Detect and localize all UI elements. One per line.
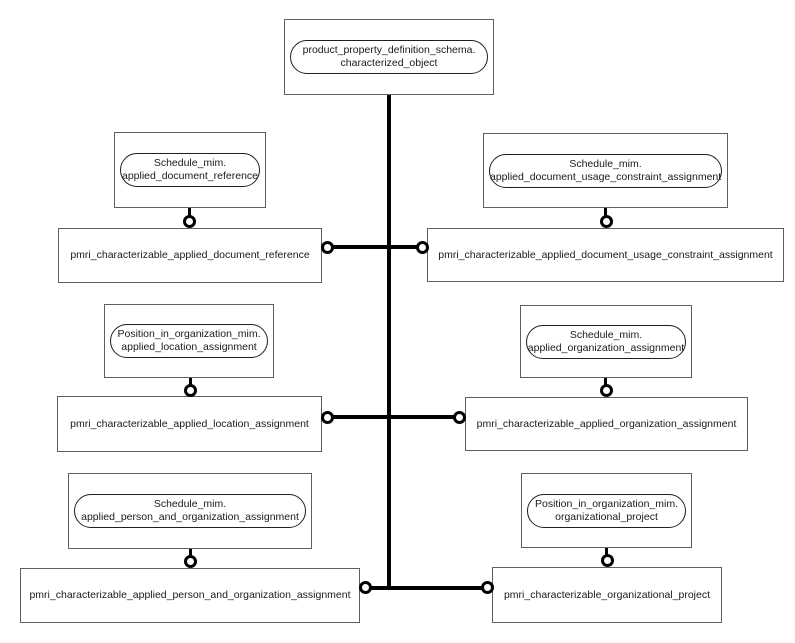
pair1-subtype-line: [604, 208, 607, 220]
entity-node-pmri-characterizable-applied-document-reference[interactable]: pmri_characterizable_applied_document_re…: [58, 228, 322, 283]
ref-schema-name: Position_in_organization_mim.: [535, 497, 678, 510]
pair2-subtype-line: [189, 377, 192, 387]
pair2-trunk-circle: [321, 411, 334, 424]
entity-node-pmri-characterizable-applied-document-usage-constraint-assignment[interactable]: pmri_characterizable_applied_document_us…: [427, 228, 784, 282]
pair1-subtype-circle: [600, 215, 613, 228]
entity-name: pmri_characterizable_applied_location_as…: [70, 417, 309, 430]
applied-location-assignment-stadium: Position_in_organization_mim. applied_lo…: [110, 324, 268, 358]
ref-schema-name: Schedule_mim.: [153, 157, 227, 169]
ref-entity-name: applied_person_and_organization_assignme…: [81, 511, 299, 523]
row1-connector-line: [327, 245, 423, 249]
trunk-line: [387, 95, 391, 590]
entity-node-pmri-characterizable-applied-location-assignment[interactable]: pmri_characterizable_applied_location_as…: [57, 396, 322, 452]
pair3-subtype-line: [604, 377, 607, 387]
characterized-object-ref-stadium: product_property_definition_schema. char…: [290, 40, 488, 74]
pair0-subtype-circle: [183, 215, 196, 228]
root-schema-name: product_property_definition_schema.: [302, 44, 476, 56]
root-entity-name: characterized_object: [340, 57, 438, 69]
ref-node-applied-document-usage-constraint-assignment[interactable]: Schedule_mim. applied_document_usage_con…: [483, 133, 728, 208]
applied-document-reference-stadium: Schedule_mim. applied_document_reference: [120, 153, 260, 187]
pair4-subtype-line: [189, 548, 192, 558]
applied-document-usage-constraint-assignment-stadium: Schedule_mim. applied_document_usage_con…: [489, 153, 722, 188]
pair4-trunk-circle: [359, 581, 372, 594]
row2-connector-line: [327, 415, 460, 419]
ref-node-applied-person-and-organization-assignment[interactable]: Schedule_mim. applied_person_and_organiz…: [68, 473, 312, 549]
ref-schema-name: Schedule_mim.: [569, 328, 643, 341]
ref-entity-name: applied_document_usage_constraint_assign…: [490, 170, 722, 183]
pair3-trunk-circle: [453, 411, 466, 424]
ref-entity-name: organizational_project: [555, 510, 658, 523]
entity-node-pmri-characterizable-applied-organization-assignment[interactable]: pmri_characterizable_applied_organizatio…: [465, 397, 748, 451]
entity-node-pmri-characterizable-applied-person-and-organization-assignment[interactable]: pmri_characterizable_applied_person_and_…: [20, 568, 360, 623]
pair5-subtype-line: [605, 547, 608, 557]
node-characterized-object[interactable]: product_property_definition_schema. char…: [284, 19, 494, 95]
ref-entity-name: applied_location_assignment: [121, 341, 257, 353]
ref-schema-name: Schedule_mim.: [153, 498, 227, 510]
entity-node-pmri-characterizable-organizational-project[interactable]: pmri_characterizable_organizational_proj…: [492, 567, 722, 623]
entity-name: pmri_characterizable_applied_document_us…: [438, 248, 773, 261]
ref-entity-name: applied_organization_assignment: [527, 341, 685, 354]
entity-name: pmri_characterizable_organizational_proj…: [503, 588, 711, 601]
pair0-trunk-circle: [321, 241, 334, 254]
pair5-trunk-circle: [481, 581, 494, 594]
ref-node-applied-organization-assignment[interactable]: Schedule_mim. applied_organization_assig…: [520, 305, 692, 378]
ref-node-applied-location-assignment[interactable]: Position_in_organization_mim. applied_lo…: [104, 304, 274, 378]
entity-name: pmri_characterizable_applied_organizatio…: [476, 417, 737, 430]
pair0-subtype-line: [188, 207, 191, 219]
ref-entity-name: applied_document_reference: [121, 170, 258, 182]
pair3-subtype-circle: [600, 384, 613, 397]
pair2-subtype-circle: [184, 384, 197, 397]
pair1-trunk-circle: [416, 241, 429, 254]
applied-organization-assignment-stadium: Schedule_mim. applied_organization_assig…: [526, 324, 686, 359]
pair5-subtype-circle: [601, 554, 614, 567]
entity-name: pmri_characterizable_applied_person_and_…: [29, 589, 351, 601]
ref-node-applied-document-reference[interactable]: Schedule_mim. applied_document_reference: [114, 132, 266, 208]
applied-person-and-organization-assignment-stadium: Schedule_mim. applied_person_and_organiz…: [74, 494, 306, 528]
ref-schema-name: Schedule_mim.: [569, 157, 642, 170]
organizational-project-stadium: Position_in_organization_mim. organizati…: [527, 493, 686, 528]
pair4-subtype-circle: [184, 555, 197, 568]
row3-connector-line: [365, 586, 488, 590]
ref-node-organizational-project[interactable]: Position_in_organization_mim. organizati…: [521, 473, 692, 548]
ref-schema-name: Position_in_organization_mim.: [117, 328, 261, 340]
entity-name: pmri_characterizable_applied_document_re…: [70, 249, 310, 261]
